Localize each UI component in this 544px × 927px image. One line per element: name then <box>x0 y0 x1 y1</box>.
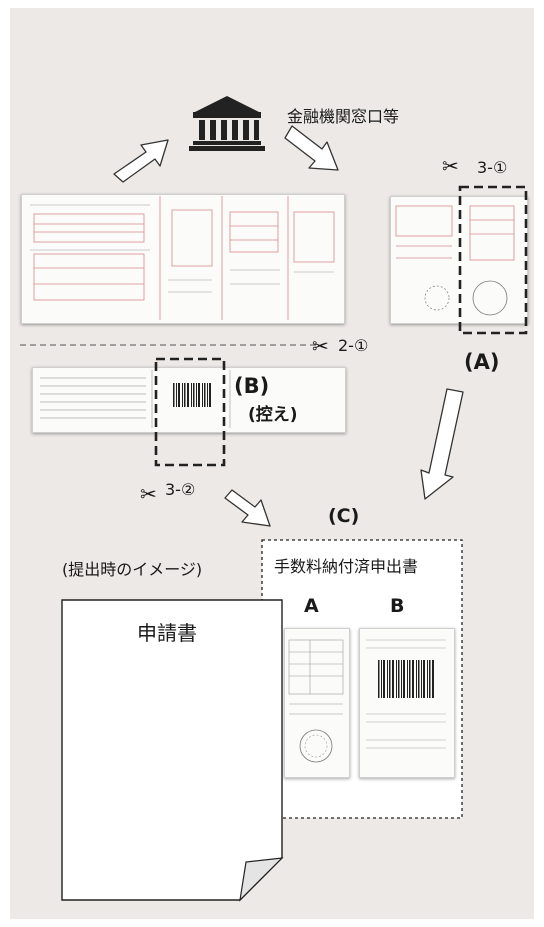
fee-form-thumbnail-a <box>284 628 350 778</box>
fee-form-thumbnail-b <box>359 628 455 778</box>
fee-form-title: 手数料納付済申出書 <box>274 557 419 576</box>
part-b-label: (B) <box>234 374 270 398</box>
part-c-label: (C) <box>328 505 360 527</box>
scissors-icon: ✂ <box>140 482 157 506</box>
part-a-label: (A) <box>464 350 500 374</box>
scissors-icon: ✂ <box>442 154 459 178</box>
payment-form-full <box>21 194 345 324</box>
submit-image-label: (提出時のイメージ) <box>62 560 203 579</box>
part-b-sub-label: (控え) <box>248 405 298 425</box>
cut-label-3-2: 3-② <box>165 480 196 499</box>
cut-label-3-1: 3-① <box>477 158 508 177</box>
application-label: 申請書 <box>137 621 197 645</box>
col-a-label: A <box>304 595 319 617</box>
scissors-icon: ✂ <box>312 334 329 358</box>
bank-label: 金融機関窓口等 <box>287 107 400 126</box>
col-b-label: B <box>390 595 405 617</box>
cut-label-2-1: 2-① <box>338 336 369 355</box>
part-b-dashed-box <box>154 357 226 467</box>
